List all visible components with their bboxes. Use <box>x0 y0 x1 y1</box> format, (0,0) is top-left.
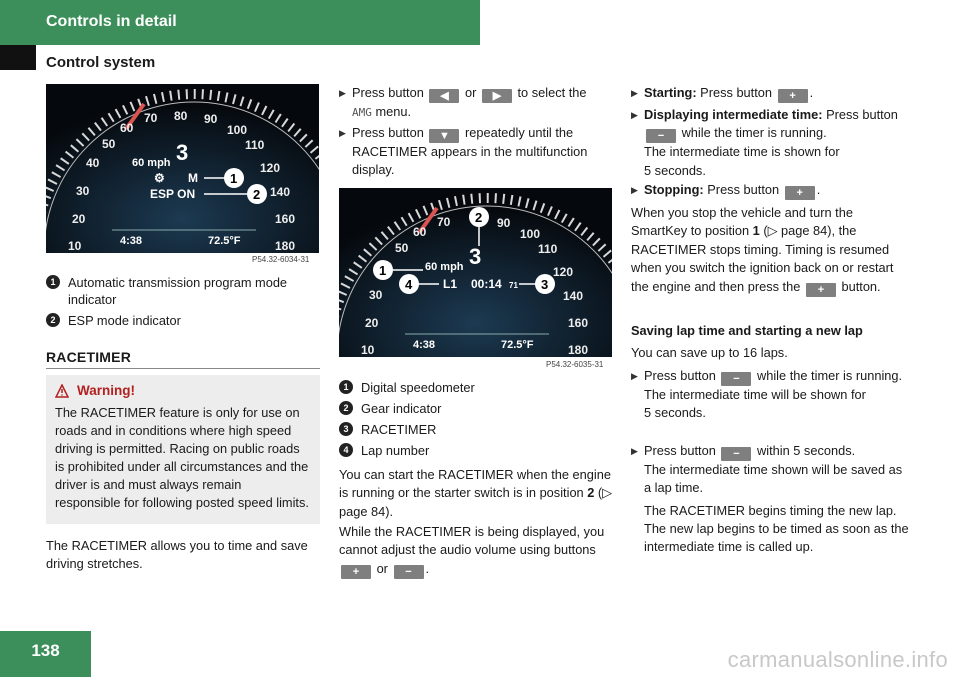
step-stopping: ▶ Stopping: Press button +. <box>631 182 821 200</box>
step-save-1: ▶ Press button − while the timer is runn… <box>631 368 903 421</box>
dial-num: 100 <box>520 227 540 241</box>
display-icon: ⚙ <box>154 171 165 185</box>
dial-num: 60 <box>413 225 427 239</box>
racetimer-start-paragraph: You can start the RACETIMER when the eng… <box>339 467 613 519</box>
instrument-cluster-figure-2: 10 20 30 40 50 60 70 90 100 110 120 140 … <box>339 188 612 357</box>
stop-paragraph: When you stop the vehicle and turn the S… <box>631 205 894 297</box>
minus-button-icon: − <box>393 564 424 579</box>
dial-num: 140 <box>563 289 583 303</box>
dial-num: 180 <box>275 239 295 253</box>
minus-button-icon: − <box>721 447 752 461</box>
display-gear: 3 <box>176 140 188 165</box>
plus-button-icon: + <box>805 282 836 297</box>
dial-num: 50 <box>395 241 409 255</box>
racetimer-intro: The RACETIMER allows you to time and sav… <box>46 538 308 572</box>
dial-num: 50 <box>102 137 116 151</box>
display-timer-sub: 71 <box>509 281 518 290</box>
plus-button-icon: + <box>784 186 815 200</box>
figure-2-caption: P54.32-6035-31 <box>546 360 604 369</box>
racetimer-heading: RACETIMER <box>46 349 132 365</box>
dial-num: 180 <box>568 343 588 357</box>
dial-num: 90 <box>497 216 511 230</box>
dial-num: 110 <box>538 242 558 256</box>
page-number-box: 138 <box>0 631 91 677</box>
display-esp: ESP ON <box>150 187 195 201</box>
display-temp: 72.5°F <box>208 235 241 247</box>
callout-3: 3 <box>541 277 548 292</box>
page-number: 138 <box>31 641 60 660</box>
display-gear: 3 <box>469 244 481 269</box>
step-intermediate: ▶ Displaying intermediate time: Press bu… <box>631 107 898 178</box>
dial-num: 80 <box>174 109 188 123</box>
display-timer: 00:14 <box>471 277 502 291</box>
left-arrow-button-icon: ◀ <box>429 89 460 103</box>
dial-num: 90 <box>204 112 218 126</box>
down-arrow-button-icon: ▼ <box>429 129 460 143</box>
display-speed: 60 mph <box>425 261 464 273</box>
dial-num: 100 <box>227 123 247 137</box>
callout-2: 2 <box>253 187 260 202</box>
callout-2: 2 <box>475 210 482 225</box>
warning-heading: Warning! <box>55 383 310 398</box>
display-lap: L1 <box>443 277 457 291</box>
dial-num: 30 <box>76 184 90 198</box>
dial-num: 110 <box>245 138 265 152</box>
display-speed: 60 mph <box>132 157 171 169</box>
plus-button-icon: + <box>341 564 371 579</box>
minus-button-icon: − <box>721 372 752 386</box>
warning-box: Warning! The RACETIMER feature is only f… <box>46 375 320 524</box>
heading-rule <box>46 368 320 369</box>
plus-button-icon: + <box>777 89 808 103</box>
dial-num: 10 <box>68 239 82 253</box>
racetimer-volume-paragraph: While the RACETIMER is being displayed, … <box>339 524 605 579</box>
step-select-amg: ▶ Press button ◀ or ▶ to select the AMG … <box>339 85 587 119</box>
step-select-racetimer: ▶ Press button ▼ repeatedly until the RA… <box>339 125 588 178</box>
dial-num: 160 <box>568 316 588 330</box>
dial-num: 70 <box>437 215 451 229</box>
watermark: carmanualsonline.info <box>727 647 948 672</box>
header-tab <box>0 45 36 70</box>
minus-button-icon: − <box>646 129 676 144</box>
chapter-title: Controls in detail <box>46 13 177 30</box>
right-arrow-button-icon: ▶ <box>481 89 512 103</box>
step-save-2: ▶ Press button − within 5 seconds. The i… <box>631 443 909 555</box>
figure-1-caption: P54.32-6034-31 <box>252 255 310 264</box>
section-title: Control system <box>46 54 156 71</box>
header-bar <box>0 0 480 45</box>
dial-num: 10 <box>361 343 375 357</box>
instrument-cluster-figure-1: 10 20 30 40 50 60 70 80 90 100 110 120 1… <box>46 84 319 253</box>
warning-text: The RACETIMER feature is only for use on… <box>55 405 309 511</box>
dial-num: 20 <box>72 212 86 226</box>
dial-num: 30 <box>369 288 383 302</box>
dial-num: 70 <box>144 111 158 125</box>
warning-triangle-icon <box>55 383 69 398</box>
display-time: 4:38 <box>120 235 142 247</box>
display-time: 4:38 <box>413 339 435 351</box>
save-lap-intro: You can save up to 16 laps. <box>631 345 788 360</box>
dial-num: 120 <box>260 161 280 175</box>
dial-num: 140 <box>270 185 290 199</box>
step-starting: ▶ Starting: Press button +. <box>631 85 814 103</box>
callout-1: 1 <box>379 263 386 278</box>
callout-4: 4 <box>405 277 413 292</box>
save-lap-heading: Saving lap time and starting a new lap <box>631 323 863 338</box>
display-temp: 72.5°F <box>501 339 534 351</box>
dial-num: 40 <box>86 156 100 170</box>
callout-1: 1 <box>230 171 237 186</box>
dial-num: 60 <box>120 121 134 135</box>
dial-num: 160 <box>275 212 295 226</box>
dial-num: 120 <box>553 265 573 279</box>
display-program: M <box>188 171 198 185</box>
dial-num: 20 <box>365 316 379 330</box>
